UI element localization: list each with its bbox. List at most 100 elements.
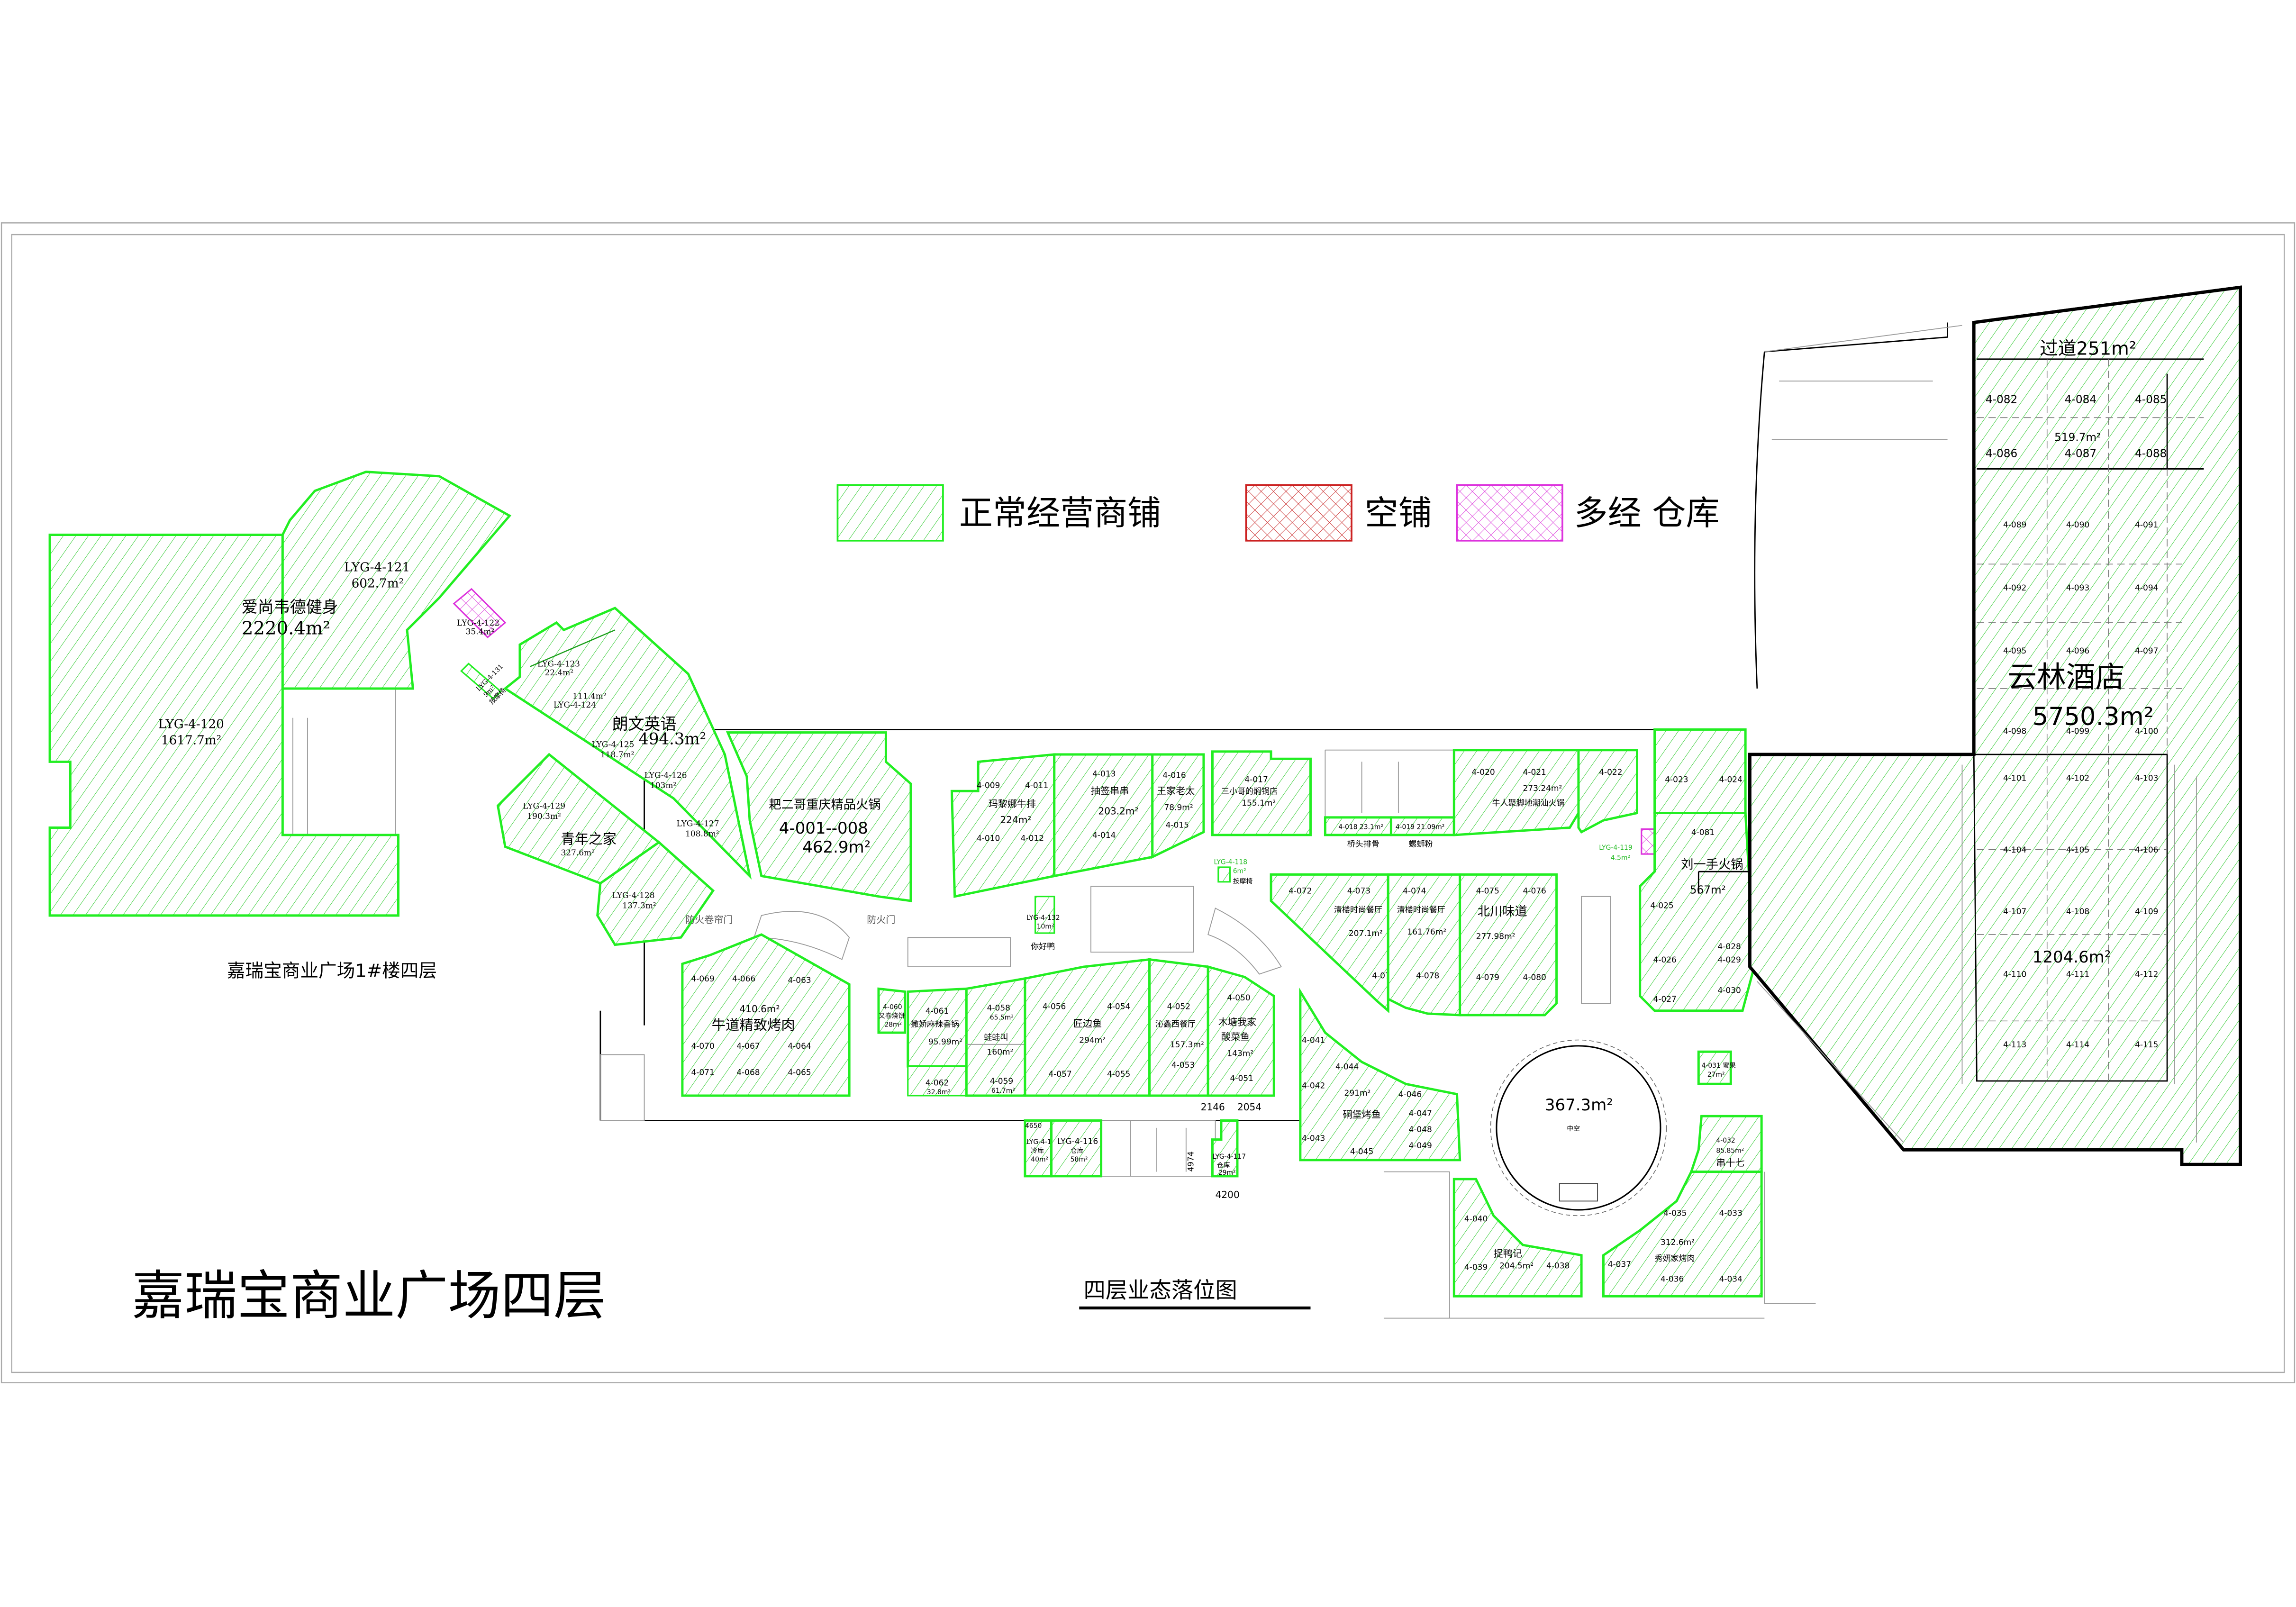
unit-id: 4-070	[691, 1042, 714, 1051]
unit-name: 仓库	[1217, 1162, 1230, 1169]
unit-4-023[interactable]: 4-023 4-024	[1653, 728, 1747, 815]
unit-4-054[interactable]: 4-056 4-054 匠边鱼 294m² 4-057 4-055	[1024, 958, 1151, 1097]
page-title: 嘉瑞宝商业广场四层	[132, 1265, 606, 1326]
unit-lyg-4-117[interactable]: LYG-4-117 仓库 29m²	[1211, 1119, 1246, 1178]
unit-4-013[interactable]: 4-013 抽签串串 203.2m² 4-014	[1053, 753, 1154, 878]
hotel-unit: 4-086	[1986, 447, 2017, 460]
unit-4-060[interactable]: 4-060 又卷烧饼 28m²	[877, 987, 907, 1034]
unit-id: 4-046	[1398, 1090, 1422, 1099]
tenant-name: 桥头排骨	[1347, 840, 1379, 849]
unit-4-041[interactable]: 4-041 4-044 4-042 291m² 4-046 硐堡烤鱼 4-047…	[1299, 987, 1461, 1162]
unit-area: 27m²	[1707, 1071, 1725, 1079]
unit-id: 4-067	[736, 1042, 760, 1051]
unit-area: 161.76m²	[1407, 927, 1446, 937]
unit-area: 157.3m²	[1170, 1040, 1204, 1050]
unit-id: 4-065	[788, 1068, 811, 1078]
unit-4-020[interactable]: 4-020 4-021 273.24m² 牛人聚脚地潮汕火锅	[1452, 749, 1580, 836]
unit-4-017[interactable]: 4-017 三小哥的焖锅店 155.1m²	[1211, 750, 1312, 836]
hotel-yunlin[interactable]: 过道251m² 4-082 4-084 4-085 519.7m² 4-086 …	[1748, 285, 2242, 1166]
unit-4-040[interactable]: 4-040 捉鸭记 4-039 204.5m² 4-038	[1452, 1178, 1583, 1298]
unit-4-018[interactable]: 4-018 23.1m² 桥头排骨	[1324, 816, 1392, 849]
hotel-unit: 4-101	[2003, 774, 2026, 783]
unit-lyg-4-121[interactable]: LYG-4-121 602.7m²	[281, 471, 512, 690]
unit-lyg-4-132[interactable]: LYG-4-132 10m² 你好鸭	[1026, 896, 1060, 952]
unit-4-058[interactable]: 4-058 65.5m² 蛙蛙叫 160m² 4-059 61.7m²	[965, 977, 1026, 1097]
unit-id: 4-072	[1289, 887, 1312, 896]
unit-4-031[interactable]: 4-031 蜜果 27m²	[1697, 1050, 1736, 1085]
tenant-name: 蛙蛙叫	[984, 1033, 1008, 1043]
legend-label-multi: 多经 仓库	[1574, 493, 1720, 533]
fire-shutter-label: 防火卷帘门	[685, 914, 733, 925]
legend-label-vacant: 空铺	[1365, 493, 1432, 533]
unit-4-033[interactable]: 4-035 4-033 312.6m² 秀妍家烤肉 4-037 4-036 4-…	[1602, 1171, 1763, 1298]
unit-4-050[interactable]: 4-050 木塘我家 酸菜鱼 143m² 4-051	[1207, 965, 1275, 1097]
unit-area-129: 190.3m²	[527, 812, 561, 821]
unit-area: 6m²	[1233, 867, 1246, 875]
hotel-unit: 4-113	[2003, 1040, 2026, 1050]
unit-lyg-4-118[interactable]: LYG-4-118 6m² 按摩椅	[1214, 859, 1253, 885]
unit-4-016[interactable]: 4-016 王家老太 78.9m² 4-015	[1151, 753, 1205, 859]
tenant-name: 撒娇麻辣香锅	[911, 1020, 959, 1029]
hotel-block-a-area: 519.7m²	[2054, 431, 2101, 444]
unit-id: 4-061	[926, 1007, 949, 1016]
unit-id: 4-001--008	[779, 819, 868, 838]
unit-4-072[interactable]: 4-072 4-073 清楼时尚餐厅 207.1m² 4-077	[1270, 873, 1396, 1014]
unit-area-123: 22.4m²	[545, 668, 573, 678]
tenant-name: 玛黎娜牛排	[989, 798, 1036, 809]
unit-area: 1617.7m²	[161, 733, 221, 747]
unit-lyg-4-122[interactable]: LYG-4-122 35.4m²	[453, 588, 507, 638]
unit-area-124: 111.4m²	[572, 692, 607, 701]
unit-id: 4-013	[1092, 769, 1116, 779]
unit-area: 137.3m²	[622, 901, 656, 910]
unit-lyg-4-128[interactable]: LYG-4-128 137.3m²	[596, 841, 715, 946]
unit-id: LYG-4-121	[344, 561, 410, 575]
legend: 正常经营商铺 空铺 多经 仓库	[836, 484, 1720, 542]
unit-4-062[interactable]: 4-062 32.8m²	[907, 1065, 967, 1097]
unit-4-052[interactable]: 4-052 沁鑫西餐厅 157.3m² 4-053	[1148, 958, 1209, 1097]
unit-4-063[interactable]: 4-069 4-066 4-063 410.6m² 牛道精致烤肉 4-070 4…	[681, 933, 851, 1097]
unit-4-074[interactable]: 4-074 清楼时尚餐厅 161.76m² 4-078	[1387, 873, 1461, 1017]
unit-4-022[interactable]: 4-022	[1577, 749, 1639, 834]
unit-area: 65.5m²	[990, 1014, 1014, 1021]
unit-id: LYG-4-120	[158, 717, 224, 731]
unit-lyg-4-131[interactable]: LYG-4-131 9m² 按摩椅	[460, 663, 508, 706]
hotel-unit: 4-091	[2135, 520, 2158, 530]
unit-id: LYG-4-119	[1599, 844, 1633, 852]
unit-lyg-4-120[interactable]: LYG-4-120 1617.7m²	[48, 534, 399, 917]
legend-label-normal: 正常经营商铺	[959, 493, 1161, 533]
unit-english[interactable]: LYG-4-123 22.4m² 111.4m² LYG-4-124 朗文英语 …	[503, 607, 752, 880]
hotel-unit: 4-090	[2066, 520, 2089, 530]
unit-id: 4-042	[1302, 1081, 1325, 1090]
tenant-name: 捉鸭记	[1494, 1248, 1522, 1259]
unit-id: 4-048	[1409, 1125, 1432, 1135]
unit-lyg-4-116[interactable]: LYG-4-116 仓库 58m²	[1050, 1119, 1103, 1178]
unit-4-025[interactable]: 4-081 刘一手火锅 567m² 4-025 4-026 4-028 4-02…	[1639, 812, 1756, 1012]
unit-id: 4-010	[977, 834, 1000, 843]
hotel-unit: 4-112	[2135, 970, 2158, 980]
unit-id: 4-057	[1048, 1070, 1071, 1079]
unit-id: 4-036	[1661, 1274, 1684, 1284]
atrium: 367.3m² 中空	[1490, 1039, 1667, 1217]
tenant-name: 硐堡烤鱼	[1343, 1108, 1380, 1120]
hotel-unit: 4-085	[2135, 393, 2167, 406]
hotel-unit: 4-108	[2066, 907, 2089, 917]
unit-4-009[interactable]: 4-009 4-011 玛黎娜牛排 224m² 4-010 4-012	[950, 753, 1056, 898]
unit-4-001[interactable]: 耙二哥重庆精品火锅 4-001--008 462.9m²	[726, 731, 912, 902]
unit-id-059: 4-059	[990, 1077, 1013, 1086]
unit-id: 4-025	[1650, 901, 1673, 910]
hotel-block-c[interactable]: 4-101 4-102 4-103 4-104 4-105 4-106 4-10…	[2003, 774, 2158, 1050]
tenant-name: 牛人聚脚地潮汕火锅	[1492, 799, 1565, 808]
unit-4-019[interactable]: 4-019 21.09m² 螺蛳粉	[1389, 816, 1455, 849]
unit-id: 4-009	[977, 781, 1000, 790]
unit-area-126: 103m²	[650, 781, 676, 790]
unit-4-075[interactable]: 4-075 4-076 北川味道 277.98m² 4-079 4-080	[1459, 873, 1558, 1017]
unit-id: 4-055	[1107, 1070, 1130, 1079]
unit-4-119[interactable]: LYG-4-119 4.5m²	[1599, 828, 1656, 862]
unit-area: 155.1m²	[1242, 799, 1276, 808]
unit-area: 410.6m²	[739, 1003, 780, 1015]
unit-4-032[interactable]: 4-032 85.85m² 串十七	[1689, 1115, 1763, 1173]
unit-4-061[interactable]: 4-061 撒娇麻辣香锅 95.99m²	[907, 987, 968, 1068]
tenant-area-fitness: 2220.4m²	[242, 618, 330, 639]
unit-area: 29m²	[1218, 1169, 1236, 1177]
hotel-unit: 4-096	[2066, 646, 2089, 656]
